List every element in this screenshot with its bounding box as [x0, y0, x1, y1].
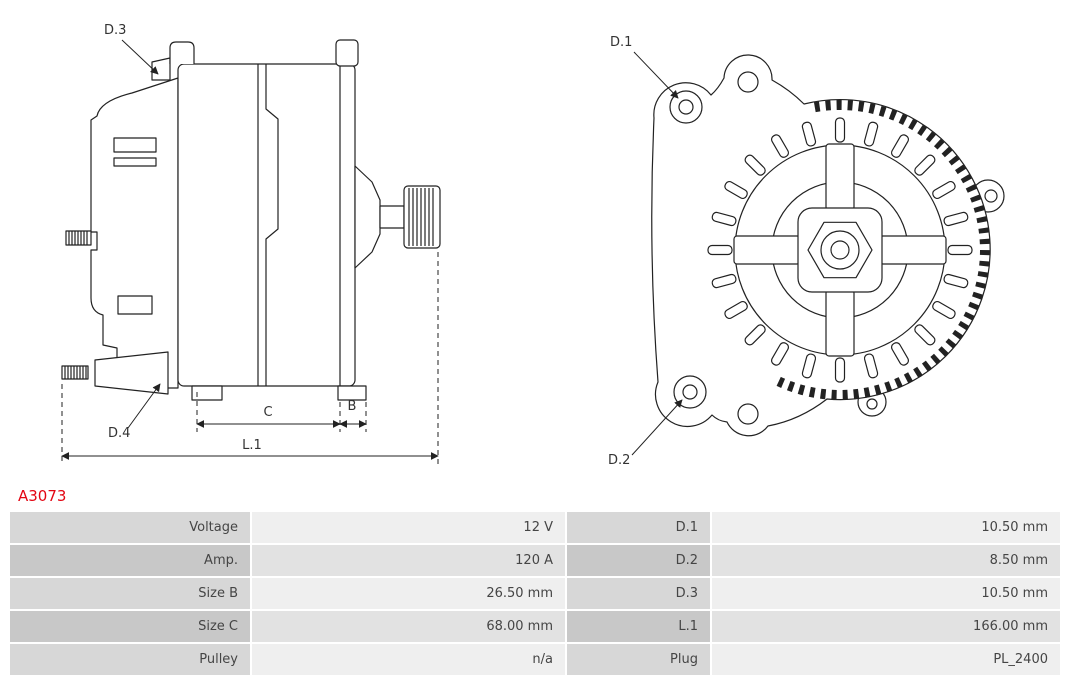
- spec-value-cell: n/a: [252, 644, 565, 675]
- spec-value-cell: 8.50 mm: [712, 545, 1060, 576]
- spec-row: Amp. 120 A D.2 8.50 mm: [10, 545, 1060, 576]
- dim-label-l1: L.1: [242, 438, 262, 453]
- rear-housing: [90, 77, 179, 389]
- spec-row: Size B 26.50 mm D.3 10.50 mm: [10, 578, 1060, 609]
- bottom-lug: [94, 351, 169, 395]
- spec-label-cell: D.2: [567, 545, 710, 576]
- spec-row: Size C 68.00 mm L.1 166.00 mm: [10, 611, 1060, 642]
- mount-hole-d1-inner: [678, 99, 694, 115]
- top-lug: [169, 41, 195, 64]
- mount-hole-d1: [669, 90, 703, 124]
- spec-value-cell: 10.50 mm: [712, 578, 1060, 609]
- spec-value-cell: 166.00 mm: [712, 611, 1060, 642]
- pulley-grooves: [408, 188, 434, 246]
- spec-label-cell: D.1: [567, 512, 710, 543]
- spec-label-cell: Size C: [10, 611, 250, 642]
- spec-value-cell: 10.50 mm: [712, 512, 1060, 543]
- spec-label-cell: Voltage: [10, 512, 250, 543]
- leader-d3: [121, 39, 159, 75]
- terminal-stud: [61, 365, 89, 380]
- rear-vent: [113, 137, 157, 153]
- stud-thread-hatch: [68, 231, 88, 245]
- shaft-center: [830, 240, 850, 260]
- spec-value-cell: 68.00 mm: [252, 611, 565, 642]
- spec-label-cell: Pulley: [10, 644, 250, 675]
- bracket-top-step: [335, 39, 359, 67]
- dim-label-d2: D.2: [608, 453, 630, 468]
- spec-value-cell: 120 A: [252, 545, 565, 576]
- leader-d4: [127, 383, 161, 429]
- dim-label-d1: D.1: [610, 35, 632, 50]
- spec-value-cell: 12 V: [252, 512, 565, 543]
- extension-lines: [61, 252, 439, 464]
- technical-drawing-area: D.3 D.4 C B L.1: [61, 23, 1005, 468]
- mount-hole: [737, 71, 759, 93]
- spokes: [733, 143, 947, 357]
- leader-d2: [631, 399, 683, 456]
- bracket-foot: [191, 385, 223, 401]
- bracket-foot: [337, 385, 367, 401]
- spec-value-cell: PL_2400: [712, 644, 1060, 675]
- alternator-side-view-drawing: D.3 D.4 C B L.1: [61, 23, 441, 464]
- shaft: [379, 205, 405, 229]
- spec-value-cell: 26.50 mm: [252, 578, 565, 609]
- stud-thread-hatch: [64, 366, 87, 379]
- rear-vent: [117, 295, 153, 315]
- spec-table: Voltage 12 V D.1 10.50 mm Amp. 120 A D.2…: [8, 510, 1062, 677]
- spec-label-cell: L.1: [567, 611, 710, 642]
- spec-label-cell: Size B: [10, 578, 250, 609]
- dim-label-b: B: [348, 399, 357, 414]
- body-step-line: [265, 64, 279, 386]
- spec-label-cell: D.3: [567, 578, 710, 609]
- tab-hole: [984, 189, 998, 203]
- dim-label-d3: D.3: [104, 23, 126, 38]
- alternator-front-view-drawing: D.1 D.2: [608, 35, 1005, 468]
- mount-hole: [737, 403, 759, 425]
- alternator-technical-drawing: D.3 D.4 C B L.1: [61, 23, 1005, 468]
- mount-hole-d2-inner: [682, 384, 698, 400]
- dim-label-c: C: [263, 405, 272, 420]
- spec-row: Pulley n/a Plug PL_2400: [10, 644, 1060, 675]
- spec-label-cell: Amp.: [10, 545, 250, 576]
- spec-label-cell: Plug: [567, 644, 710, 675]
- leader-d1: [633, 51, 679, 99]
- tab-hole: [866, 398, 878, 410]
- dim-label-d4: D.4: [108, 426, 130, 441]
- spec-row: Voltage 12 V D.1 10.50 mm: [10, 512, 1060, 543]
- top-lug-foot: [151, 57, 171, 81]
- nose-cone: [354, 165, 381, 269]
- part-number: A3073: [18, 487, 67, 505]
- rear-vent: [113, 157, 157, 167]
- vent-slot-ring: [707, 117, 973, 383]
